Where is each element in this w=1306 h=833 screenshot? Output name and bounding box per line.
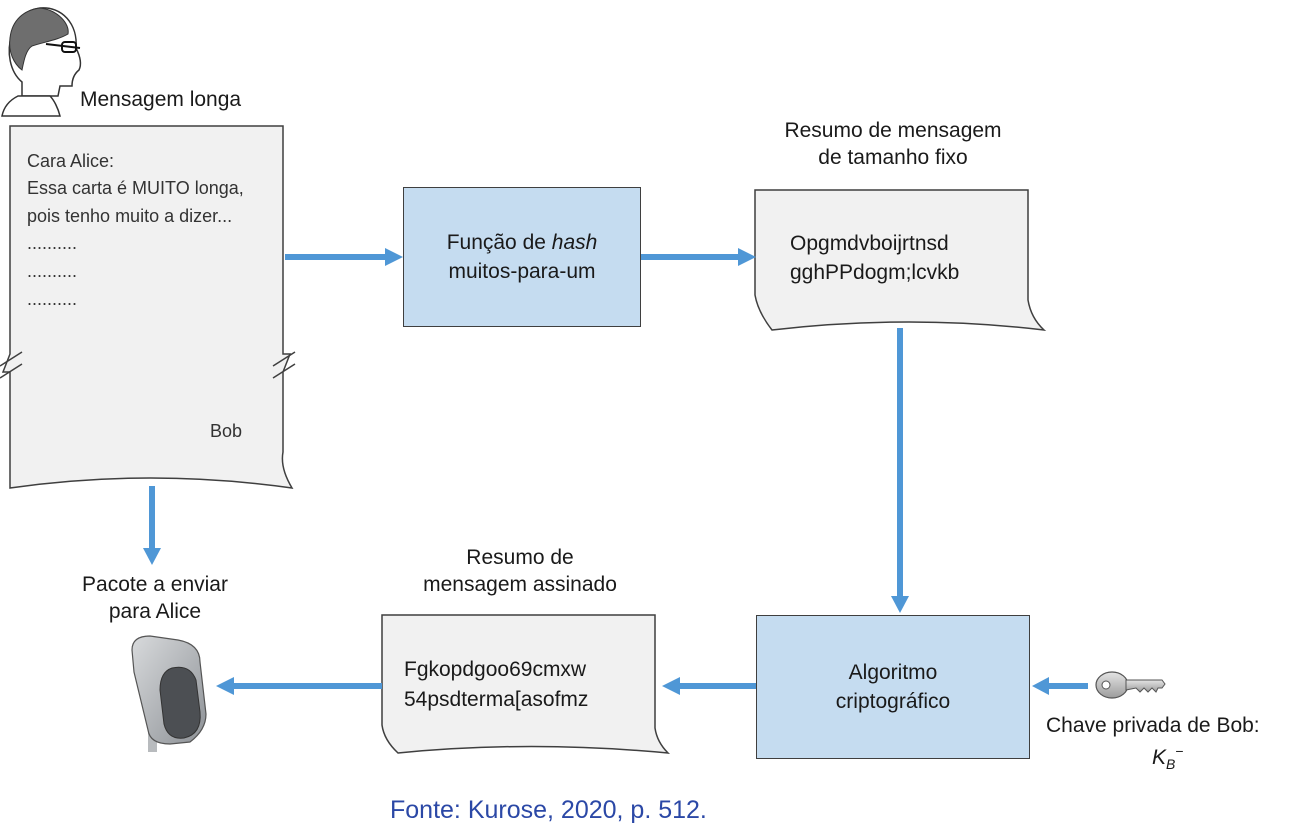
- arrow-signed-to-mailbox: [216, 677, 382, 695]
- hash-box-line2: muitos-para-um: [448, 260, 596, 283]
- signed-digest-document: [381, 614, 671, 754]
- arrow-hash-to-digest: [640, 248, 756, 266]
- crypto-algorithm-box: Algoritmo criptográfico: [756, 615, 1030, 759]
- arrow-digest-to-crypto: [891, 328, 909, 613]
- key-symbol: KB−: [1152, 743, 1184, 773]
- hash-box-line1: Função de hash: [446, 231, 598, 254]
- arrows: [143, 248, 1088, 695]
- arrow-crypto-to-signed: [662, 677, 756, 695]
- mailbox-icon: [131, 635, 207, 752]
- letter-document: [0, 125, 296, 489]
- letter-line: ..........: [27, 261, 78, 281]
- signed-line2: 54psdterma[asofmz: [404, 688, 589, 711]
- key-label: Chave privada de Bob:: [1046, 714, 1260, 737]
- letter-line: Essa carta é MUITO longa,: [27, 178, 244, 198]
- sender-label: Mensagem longa: [80, 88, 242, 111]
- key-icon: [1095, 671, 1166, 699]
- packet-label: Pacote a enviar para Alice: [82, 573, 228, 623]
- signed-digest-title: Resumo de mensagem assinado: [423, 546, 617, 596]
- letter-line: ..........: [27, 289, 78, 309]
- letter-line: ..........: [27, 233, 78, 253]
- arrow-letter-to-packet: [143, 486, 161, 565]
- letter-line: pois tenho muito a dizer...: [27, 206, 233, 226]
- letter-signature: Bob: [210, 421, 243, 441]
- signed-line1: Fgkopdgoo69cmxw: [404, 658, 587, 681]
- crypto-box-line2: criptográfico: [835, 690, 951, 713]
- person-head-icon: [1, 7, 82, 117]
- digest-line1: Opgmdvboijrtnsd: [790, 232, 949, 255]
- digest-document: [754, 189, 1047, 332]
- arrow-letter-to-hash: [285, 248, 403, 266]
- arrow-key-to-crypto: [1032, 677, 1088, 695]
- digest-title: Resumo de mensagem de tamanho fixo: [784, 119, 1002, 169]
- crypto-box-line1: Algoritmo: [848, 661, 938, 684]
- letter-line: Cara Alice:: [27, 151, 115, 171]
- source-caption: Fonte: Kurose, 2020, p. 512.: [390, 796, 707, 824]
- digest-line2: gghPPdogm;lcvkb: [790, 261, 960, 284]
- hash-function-box: Função de hash muitos-para-um: [403, 187, 641, 327]
